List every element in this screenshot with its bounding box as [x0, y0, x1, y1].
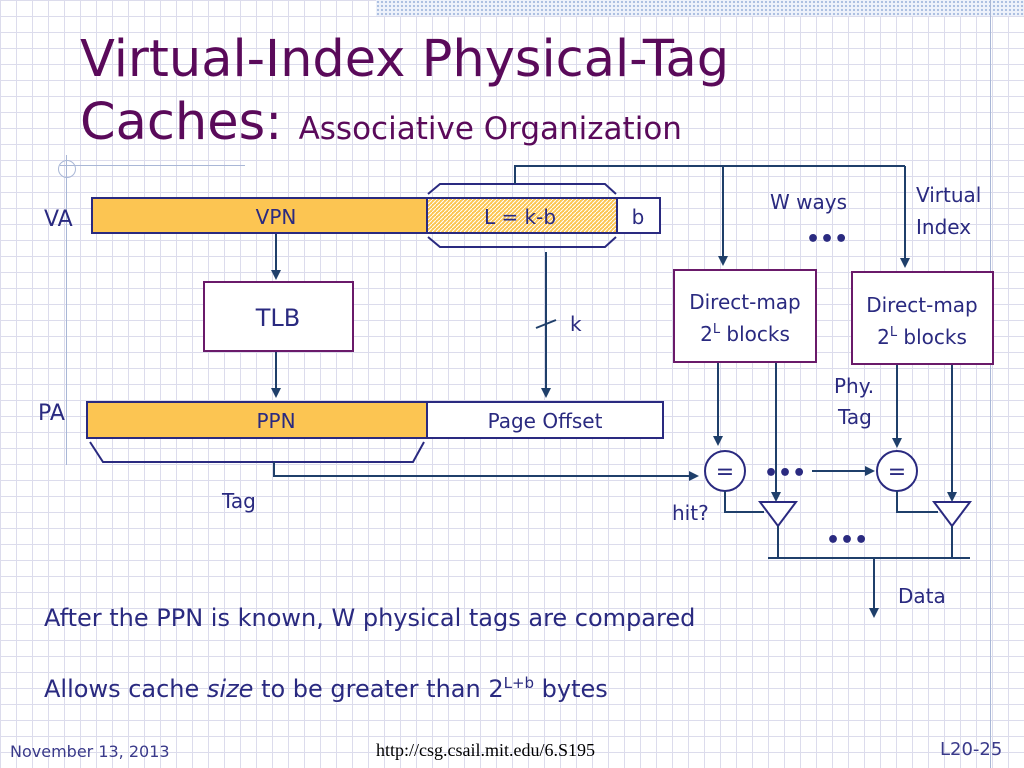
block-offset-field [616, 197, 661, 234]
direct-map-way2-box [851, 271, 994, 365]
footer-url[interactable]: http://csg.csail.mit.edu/6.S195 [376, 740, 595, 760]
pa-label: PA [38, 401, 65, 426]
index-bottom-bracket [427, 236, 617, 248]
vpn-label: VPN [256, 205, 297, 229]
top-decorative-band [376, 0, 1024, 16]
va-label: VA [44, 207, 73, 232]
comparator-way2-symbol: = [888, 460, 906, 485]
index-field [426, 197, 618, 234]
tlb-box [203, 281, 354, 352]
ppn-bracket [89, 441, 425, 463]
title-line-2: Caches: [80, 93, 283, 152]
comparator-way1-symbol: = [716, 460, 734, 485]
direct-map-way1-label: Direct-map [689, 290, 801, 314]
page-offset-field [426, 401, 664, 439]
block-offset-label: b [632, 205, 645, 229]
comparator-ellipsis: ••• [764, 461, 806, 486]
way1-hit-line [724, 491, 764, 513]
direct-map-way1-box [673, 269, 817, 363]
k-bit-slash [535, 319, 557, 329]
right-decorative-line [990, 0, 991, 768]
direct-map-way2-label: Direct-map [866, 293, 978, 317]
index-top-bracket [427, 183, 617, 195]
direct-map-way1-blocks: 2L blocks [700, 322, 790, 346]
virtual-index-label-1: Virtual [916, 183, 981, 207]
index-field-label: L = k-b [484, 205, 556, 229]
k-label: k [570, 312, 582, 336]
ppn-field [86, 401, 428, 439]
tag-to-comparator-arrow [273, 462, 699, 481]
hit-label: hit? [672, 501, 709, 525]
tag-label: Tag [221, 489, 256, 513]
way2-hit-line [896, 491, 938, 513]
phy-tag-label-2: Tag [837, 405, 872, 429]
bullet-ppn-compare: After the PPN is known, W physical tags … [44, 604, 696, 632]
bus-ellipsis: ••• [826, 528, 868, 553]
decorative-circle [58, 160, 76, 178]
direct-map-way2-blocks: 2L blocks [877, 325, 967, 349]
w-ways-label: W ways [770, 190, 847, 214]
title-underline-decor [60, 165, 245, 166]
footer-date: November 13, 2013 [10, 742, 170, 761]
tristate-buffer-way2 [932, 501, 972, 528]
footer-page-number: L20-25 [940, 739, 1003, 760]
page-offset-label: Page Offset [488, 409, 603, 433]
left-decorative-line [66, 155, 67, 465]
title-subtitle: Associative Organization [298, 111, 682, 147]
ppn-label: PPN [256, 409, 295, 433]
virtual-index-label-2: Index [916, 215, 971, 239]
tlb-label: TLB [255, 304, 301, 332]
tristate-buffer-way1 [758, 501, 798, 528]
virtual-index-bus [514, 165, 905, 184]
bullet-cache-size: Allows cache size to be greater than 2L+… [44, 674, 608, 703]
title-line-1: Virtual-Index Physical-Tag [80, 30, 730, 89]
data-label: Data [898, 584, 946, 608]
ways-ellipsis: ••• [806, 227, 848, 252]
phy-tag-label-1: Phy. [834, 374, 874, 398]
